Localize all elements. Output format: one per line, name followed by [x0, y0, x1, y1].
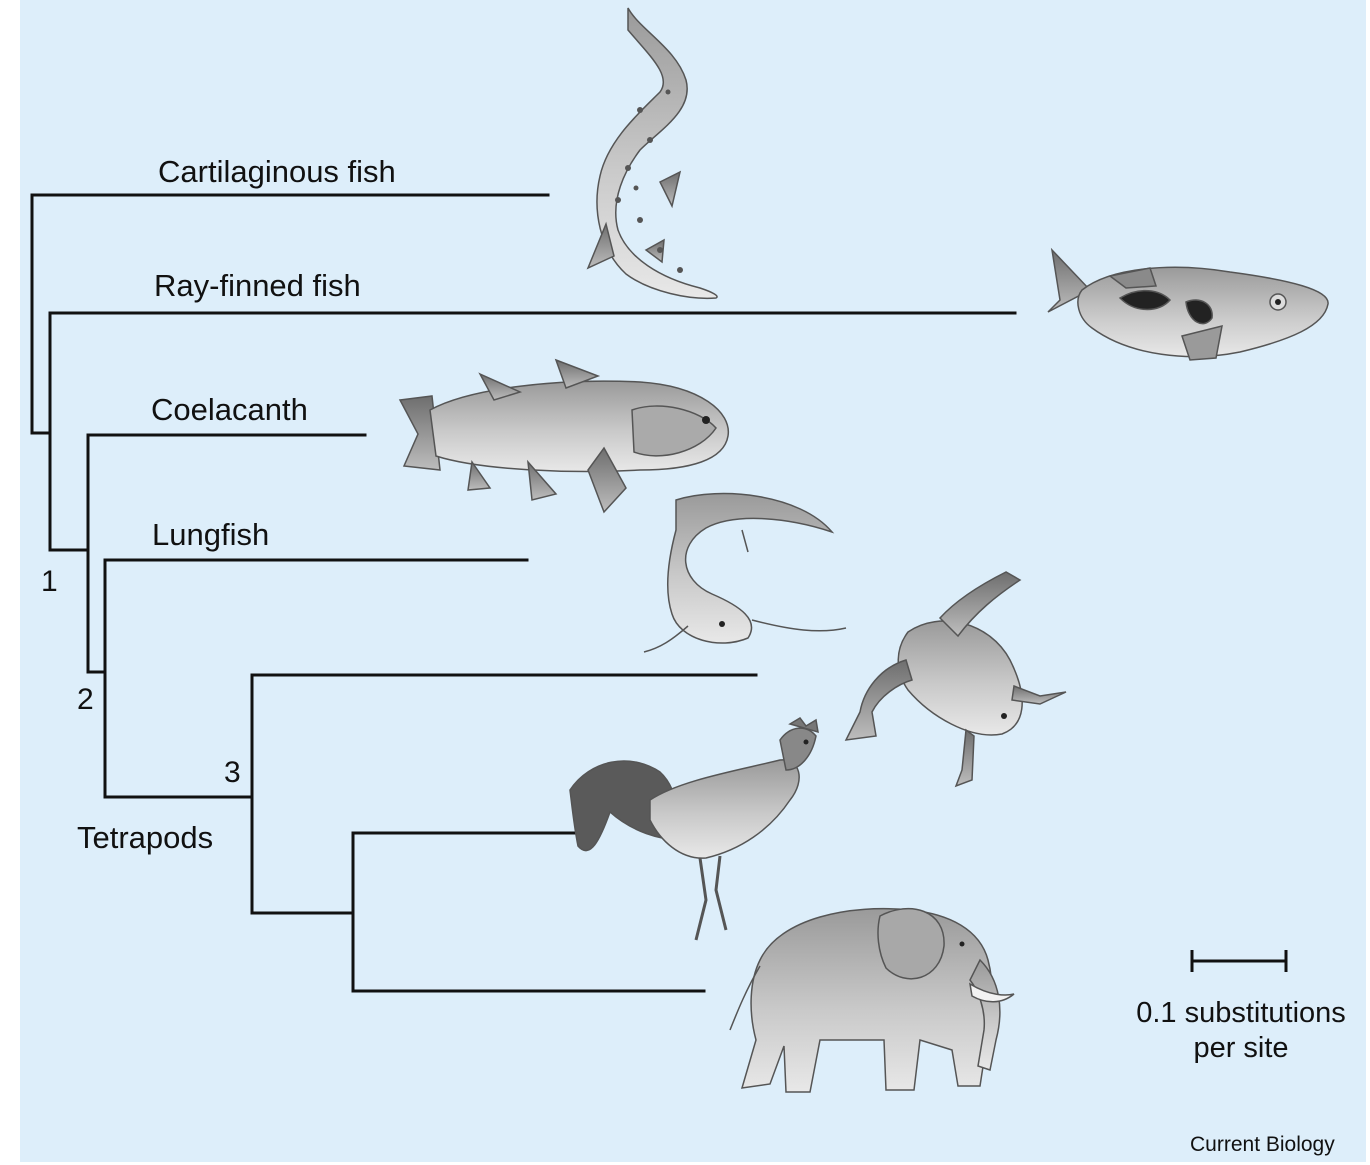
branch-node-lungfish	[103, 558, 254, 799]
scale-bar-label-line1: 0.1 substitutions	[1136, 997, 1346, 1029]
elephant-illustration	[729, 907, 1015, 1093]
frog-illustration	[844, 571, 1067, 788]
label-ray-finned-fish: Ray-finned fish	[154, 268, 361, 303]
scale-bar-label-line2: per site	[1193, 1031, 1289, 1064]
shark-illustration	[586, 7, 718, 300]
label-cartilaginous-fish: Cartilaginous fish	[158, 154, 396, 189]
rooster-illustration	[569, 717, 819, 941]
tree-branches	[30, 193, 1017, 993]
branch-root	[30, 193, 52, 435]
pufferfish-illustration	[1047, 247, 1329, 361]
label-coelacanth: Coelacanth	[151, 392, 308, 427]
node-label-1: 1	[41, 565, 58, 598]
node-label-3: 3	[224, 756, 241, 789]
node-label-2: 2	[77, 683, 94, 716]
label-tetrapods: Tetrapods	[77, 820, 214, 855]
lungfish-illustration	[643, 492, 847, 653]
branch-node1	[48, 311, 90, 552]
branch-node2	[86, 433, 107, 674]
scale-bar	[1190, 950, 1288, 972]
scale-bar-label: 0.1 substitutions per site	[1116, 996, 1366, 1066]
coelacanth-illustration	[398, 358, 730, 514]
journal-credit: Current Biology	[1190, 1133, 1335, 1156]
branch-node3	[250, 673, 355, 915]
label-lungfish: Lungfish	[152, 517, 270, 552]
